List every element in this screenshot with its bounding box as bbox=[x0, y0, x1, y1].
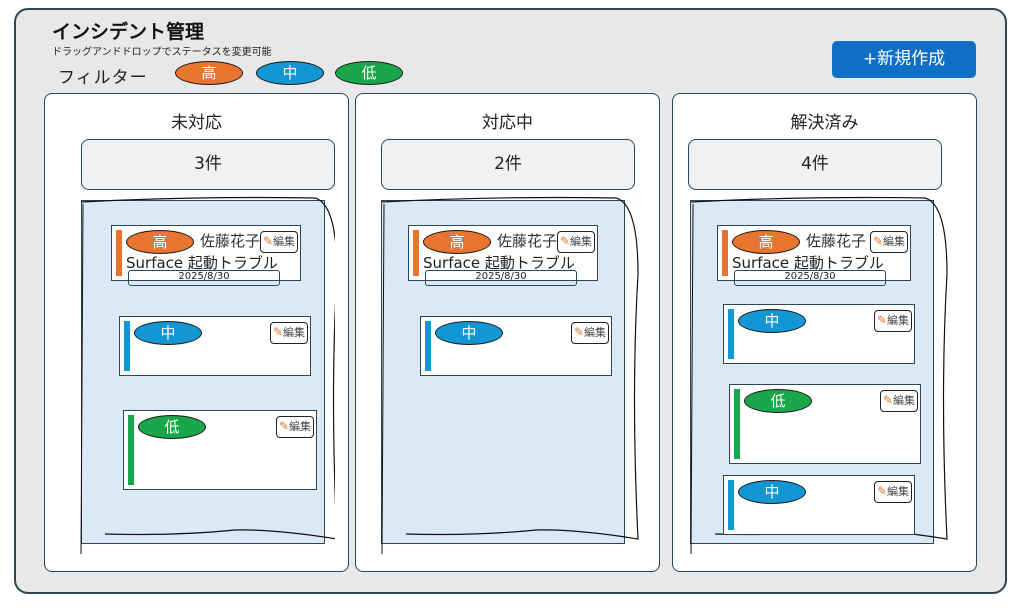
priority-badge: 高 bbox=[126, 230, 194, 254]
pencil-icon: ✎ bbox=[872, 234, 883, 248]
filter-high-button[interactable]: 高 bbox=[175, 61, 243, 85]
priority-badge: 低 bbox=[138, 415, 206, 439]
page-title: インシデント管理 bbox=[52, 21, 205, 43]
column-count: 2件 bbox=[381, 139, 635, 190]
priority-badge: 中 bbox=[134, 321, 202, 345]
priority-badge: 低 bbox=[744, 389, 812, 413]
column-unhandled: 未対応 3件 高 佐藤花子 ✎編集 Surface 起動トラブル 2025/8/… bbox=[44, 93, 349, 572]
pencil-icon: ✎ bbox=[278, 419, 289, 433]
pencil-icon: ✎ bbox=[573, 325, 584, 339]
edit-button[interactable]: ✎編集 bbox=[275, 416, 314, 438]
priority-badge: 中 bbox=[738, 309, 806, 333]
filter-low-button[interactable]: 低 bbox=[335, 61, 403, 85]
create-new-button[interactable]: +新規作成 bbox=[832, 41, 976, 78]
priority-bar bbox=[128, 415, 134, 485]
priority-bar bbox=[722, 230, 728, 276]
edit-label: 編集 bbox=[883, 235, 905, 248]
edit-label: 編集 bbox=[570, 235, 592, 248]
edit-button[interactable]: ✎編集 bbox=[873, 310, 912, 332]
priority-badge: 中 bbox=[435, 321, 503, 345]
pencil-icon: ✎ bbox=[876, 313, 887, 327]
column-title: 対応中 bbox=[482, 113, 533, 133]
priority-bar bbox=[124, 321, 130, 371]
pencil-icon: ✎ bbox=[876, 484, 887, 498]
incident-card[interactable]: 中 ✎編集 bbox=[723, 475, 915, 535]
priority-badge: 中 bbox=[738, 480, 806, 504]
column-in-progress: 対応中 2件 高 佐藤花子 ✎編集 Surface 起動トラブル 2025/8/… bbox=[355, 93, 660, 572]
edit-button[interactable]: ✎編集 bbox=[570, 322, 609, 344]
incident-date: 2025/8/30 bbox=[734, 270, 886, 286]
column-count: 3件 bbox=[81, 139, 335, 190]
priority-bar bbox=[116, 230, 122, 276]
filter-medium-button[interactable]: 中 bbox=[256, 61, 324, 85]
incident-card[interactable]: 低 ✎編集 bbox=[729, 384, 921, 464]
incident-card[interactable]: 高 佐藤花子 ✎編集 Surface 起動トラブル 2025/8/30 bbox=[111, 225, 301, 286]
edit-button[interactable]: ✎編集 bbox=[869, 231, 908, 253]
priority-bar bbox=[425, 321, 431, 371]
incident-card[interactable]: 低 ✎編集 bbox=[123, 410, 317, 490]
edit-label: 編集 bbox=[584, 326, 606, 339]
incident-card[interactable]: 高 佐藤花子 ✎編集 Surface 起動トラブル 2025/8/30 bbox=[408, 225, 598, 286]
edit-label: 編集 bbox=[283, 326, 305, 339]
edit-button[interactable]: ✎編集 bbox=[556, 231, 595, 253]
edit-button[interactable]: ✎編集 bbox=[269, 322, 308, 344]
incident-title: Surface 起動トラブル bbox=[126, 254, 278, 272]
edit-label: 編集 bbox=[273, 235, 295, 248]
priority-bar bbox=[734, 389, 740, 459]
pencil-icon: ✎ bbox=[882, 393, 893, 407]
column-resolved: 解決済み 4件 高 佐藤花子 ✎編集 Surface 起動トラブル 2025/8… bbox=[672, 93, 977, 572]
assignee-name: 佐藤花子 bbox=[200, 232, 261, 250]
edit-button[interactable]: ✎編集 bbox=[873, 481, 912, 503]
priority-bar bbox=[413, 230, 419, 276]
incident-card[interactable]: 高 佐藤花子 ✎編集 Surface 起動トラブル 2025/8/30 bbox=[717, 225, 911, 286]
column-title: 解決済み bbox=[790, 113, 859, 133]
priority-badge: 高 bbox=[732, 230, 800, 254]
pencil-icon: ✎ bbox=[559, 234, 570, 248]
incident-title: Surface 起動トラブル bbox=[732, 254, 884, 272]
assignee-name: 佐藤花子 bbox=[806, 232, 867, 250]
column-count: 4件 bbox=[688, 139, 942, 190]
incident-card[interactable]: 中 ✎編集 bbox=[119, 316, 311, 376]
column-title: 未対応 bbox=[171, 113, 222, 133]
edit-button[interactable]: ✎編集 bbox=[259, 231, 298, 253]
incident-card[interactable]: 中 ✎編集 bbox=[420, 316, 612, 376]
edit-label: 編集 bbox=[289, 420, 311, 433]
pencil-icon: ✎ bbox=[262, 234, 273, 248]
pencil-icon: ✎ bbox=[272, 325, 283, 339]
filter-label: フィルター bbox=[58, 68, 148, 88]
priority-bar bbox=[728, 480, 734, 530]
edit-label: 編集 bbox=[887, 485, 909, 498]
edit-label: 編集 bbox=[887, 314, 909, 327]
incident-date: 2025/8/30 bbox=[425, 270, 577, 286]
page-subtitle: ドラッグアンドドロップでステータスを変更可能 bbox=[52, 47, 272, 58]
priority-bar bbox=[728, 309, 734, 359]
incident-card[interactable]: 中 ✎編集 bbox=[723, 304, 915, 364]
priority-badge: 高 bbox=[423, 230, 491, 254]
assignee-name: 佐藤花子 bbox=[497, 232, 558, 250]
edit-button[interactable]: ✎編集 bbox=[879, 390, 918, 412]
incident-title: Surface 起動トラブル bbox=[423, 254, 575, 272]
incident-date: 2025/8/30 bbox=[128, 270, 280, 286]
edit-label: 編集 bbox=[893, 394, 915, 407]
